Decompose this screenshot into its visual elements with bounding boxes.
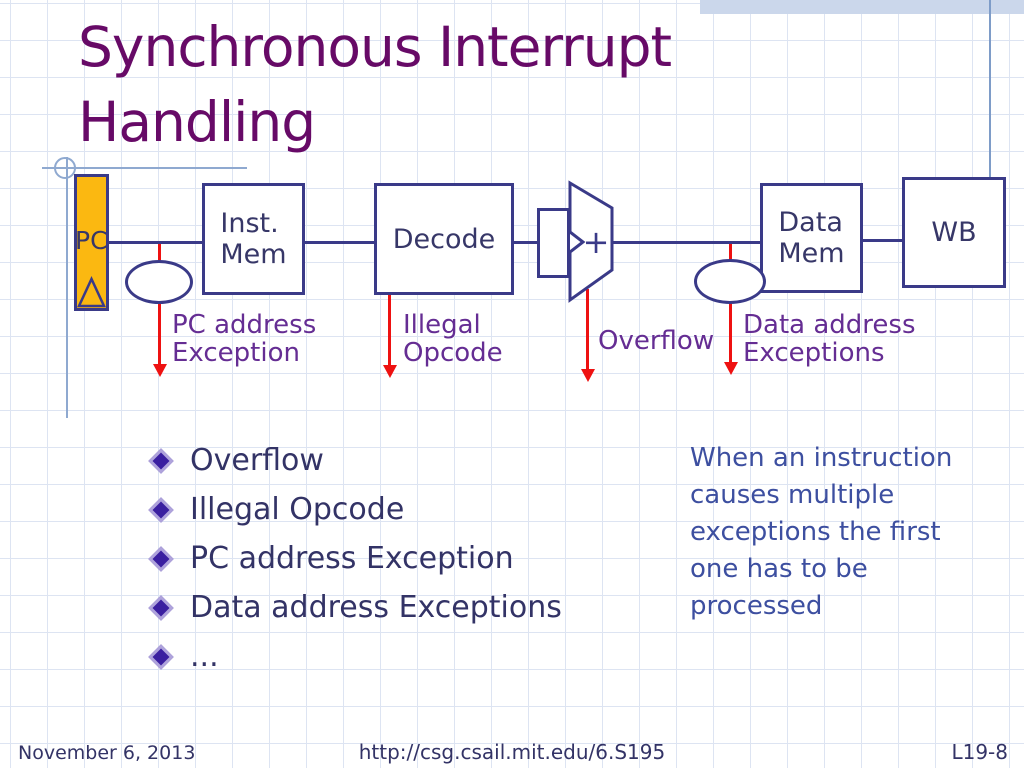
bullet-list: Overflow Illegal Opcode PC address Excep… xyxy=(148,436,688,681)
pc-address-exception-label: PC address Exception xyxy=(172,310,317,368)
decode-block: Decode xyxy=(374,183,514,295)
list-item: Data address Exceptions xyxy=(148,583,688,632)
alu-adder-shape: + xyxy=(568,180,614,303)
exception-ellipse-datamem xyxy=(694,259,766,304)
exception-ellipse-pc xyxy=(125,260,193,304)
diamond-bullet-icon xyxy=(148,594,174,621)
footer-url: http://csg.csail.mit.edu/6.S195 xyxy=(358,740,666,764)
diamond-bullet-icon xyxy=(148,643,174,670)
pc-register-block xyxy=(74,174,109,311)
connector-pc-instmem xyxy=(108,241,203,244)
list-item: Overflow xyxy=(148,436,688,485)
data-mem-label: Data Mem xyxy=(778,207,845,269)
side-note-text: When an instruction causes multiple exce… xyxy=(690,443,953,621)
bullet-label: Overflow xyxy=(190,443,324,478)
top-right-vertical-line xyxy=(989,0,991,178)
decode-label: Decode xyxy=(392,223,496,255)
connector-datamem-wb xyxy=(862,239,903,242)
inst-mem-label: Inst. Mem xyxy=(220,208,287,270)
clock-triangle-icon xyxy=(77,276,106,308)
arrow-head-datamem-icon xyxy=(723,362,738,375)
footer-date: November 6, 2013 xyxy=(18,742,196,764)
bullet-label: PC address Exception xyxy=(190,541,514,576)
flourish-vertical-line xyxy=(66,157,68,418)
page-title: Synchronous Interrupt Handling xyxy=(78,15,672,154)
wb-label: WB xyxy=(931,217,977,248)
illegal-opcode-label: Illegal Opcode xyxy=(403,310,503,368)
data-address-exceptions-label: Data address Exceptions xyxy=(743,310,916,368)
bullet-label: Data address Exceptions xyxy=(190,590,562,625)
bullet-label: Illegal Opcode xyxy=(190,492,405,527)
inst-mem-block: Inst. Mem xyxy=(202,183,305,295)
wb-block: WB xyxy=(902,177,1006,288)
connector-decode-reg xyxy=(513,241,539,244)
flourish-circle-icon xyxy=(54,157,76,179)
alu-plus-label: + xyxy=(583,223,610,261)
connector-alu-datamem xyxy=(611,241,761,244)
flourish-horizontal-line xyxy=(42,167,247,169)
pc-label: PC xyxy=(75,226,108,255)
list-item: Illegal Opcode xyxy=(148,485,688,534)
bullet-label: ... xyxy=(190,639,219,674)
arrow-head-decode-icon xyxy=(382,365,397,378)
diamond-bullet-icon xyxy=(148,496,174,523)
pipeline-register-block xyxy=(537,208,570,278)
diamond-bullet-icon xyxy=(148,447,174,474)
footer-slide-number: L19-8 xyxy=(951,740,1008,764)
connector-instmem-decode xyxy=(305,241,375,244)
exception-arrow-pc xyxy=(158,244,161,364)
exception-arrow-decode xyxy=(388,295,391,365)
top-decorative-band xyxy=(700,0,1024,14)
arrow-head-pc-icon xyxy=(152,364,167,377)
list-item: PC address Exception xyxy=(148,534,688,583)
overflow-label: Overflow xyxy=(598,326,715,356)
list-item: ... xyxy=(148,632,688,681)
diamond-bullet-icon xyxy=(148,545,174,572)
arrow-head-alu-icon xyxy=(580,369,595,382)
exception-arrow-alu xyxy=(586,289,589,369)
data-mem-block: Data Mem xyxy=(760,183,863,293)
